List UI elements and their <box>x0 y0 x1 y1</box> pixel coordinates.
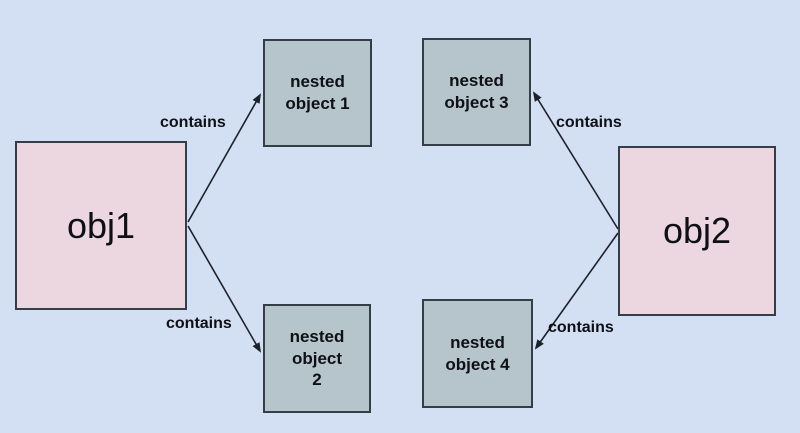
node-obj2-label: obj2 <box>662 210 732 251</box>
contains-arrow-obj1-nested1 <box>187 93 261 223</box>
contains-arrow-obj2-nested4 <box>534 232 619 350</box>
contains-label-obj2-nested3: contains <box>556 114 622 131</box>
contains-label-obj1-nested2: contains <box>166 315 232 332</box>
node-nested-object-3-label: nested object 3 <box>444 71 509 112</box>
contains-label-obj1-nested1: contains <box>160 114 226 131</box>
contains-arrow-obj2-nested3 <box>532 91 619 230</box>
node-nested-object-1-label: nested object 1 <box>285 72 350 113</box>
node-obj1-label: obj1 <box>66 204 136 246</box>
node-nested-object-4: nested object 4 <box>422 299 533 408</box>
node-obj1: obj1 <box>15 141 187 310</box>
node-nested-object-2: nested object 2 <box>263 304 371 413</box>
node-nested-object-4-label: nested object 4 <box>445 332 510 374</box>
contains-label-obj2-nested4: contains <box>548 319 614 336</box>
node-nested-object-1: nested object 1 <box>263 39 372 147</box>
node-nested-object-3: nested object 3 <box>422 38 531 146</box>
node-nested-object-2-label: nested object 2 <box>289 326 345 390</box>
node-obj2: obj2 <box>618 146 776 316</box>
contains-arrow-obj1-nested2 <box>187 225 261 353</box>
